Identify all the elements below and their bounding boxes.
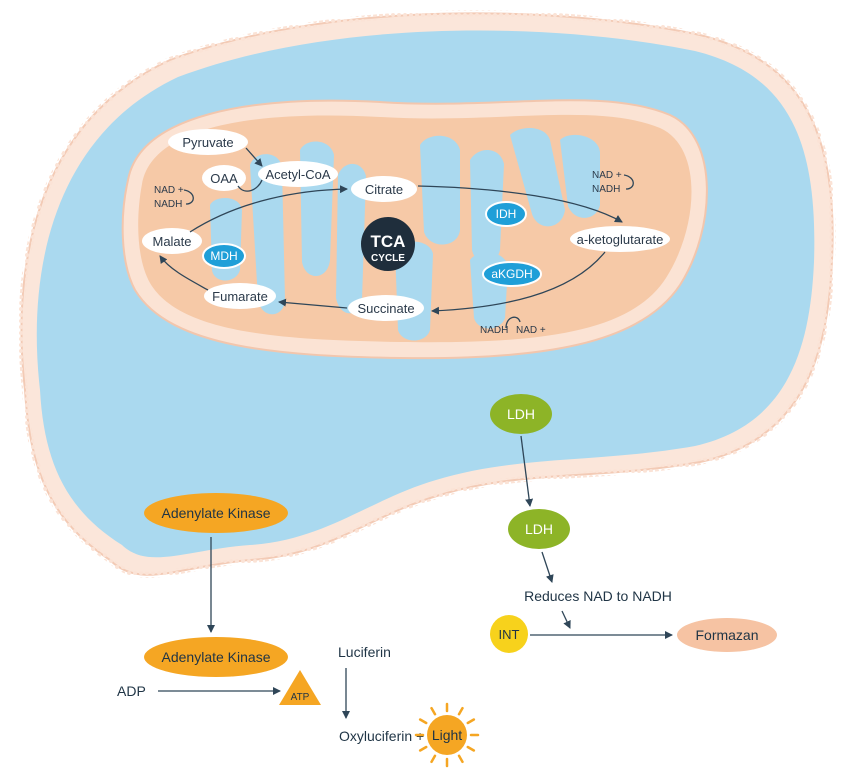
sun-ray (466, 745, 476, 752)
fumarate-label: Fumarate (212, 289, 268, 304)
nad-plus-right: NAD + (592, 170, 622, 181)
adenylate-pathway: Adenylate Kinase Adenylate Kinase ADP AT… (117, 493, 480, 768)
arrow-reduces-int (561, 610, 571, 629)
arrow-citrate-akg (417, 185, 623, 223)
oxyluciferin-label: Oxyluciferin + (339, 728, 424, 744)
sun-ray (430, 754, 437, 764)
arrow-pyruvate-acetylcoa (245, 147, 263, 167)
formazan-label: Formazan (695, 627, 758, 643)
succinate-node (348, 295, 424, 321)
sun-ray (430, 706, 437, 716)
ldh-pathway: LDH LDH Reduces NAD to NADH INT Formazan (490, 394, 777, 653)
formazan-node (677, 618, 777, 652)
malate-node (142, 228, 202, 254)
arrow-malate-citrate (189, 185, 348, 233)
citrate-label: Citrate (365, 182, 403, 197)
arrow-succinate-fumarate (278, 298, 348, 309)
a-ketoglutarate-node (570, 226, 670, 252)
citrate-node (351, 176, 417, 202)
arrow-ldh-reduces (541, 551, 554, 583)
tca-label: TCA (371, 232, 406, 251)
sun-ray (457, 754, 464, 764)
malate-label: Malate (152, 234, 191, 249)
a-ketoglutarate-label: a-ketoglutarate (577, 232, 664, 247)
cristae (210, 128, 600, 341)
light-label: Light (432, 727, 462, 743)
int-label: INT (499, 627, 520, 642)
adenylate-outside-label: Adenylate Kinase (162, 649, 271, 665)
ldh-outside-node (508, 509, 570, 549)
oaa-node (202, 165, 246, 191)
sun-icon (414, 702, 480, 768)
mdh-label: MDH (210, 249, 237, 263)
acetyl-coa-node (258, 161, 338, 187)
cell-membrane-dots (18, 10, 836, 578)
cycle-label: CYCLE (371, 253, 405, 264)
reduces-nad-text: Reduces NAD to NADH (524, 588, 672, 604)
nadh-left: NADH (154, 199, 182, 210)
nad-plus-left: NAD + (154, 185, 184, 196)
nadh-bottom: NADH (480, 325, 508, 336)
sun-ray (418, 745, 428, 752)
ldh-outside-label: LDH (525, 521, 553, 537)
arrow-akg-succinate (431, 251, 606, 315)
akgdh-enzyme (482, 261, 542, 287)
sun-ray (457, 706, 464, 716)
arrow-fumarate-malate (159, 255, 209, 291)
oaa-label: OAA (210, 171, 238, 186)
succinate-label: Succinate (357, 301, 414, 316)
pyruvate-node (168, 129, 248, 155)
adp-label: ADP (117, 683, 146, 699)
arrow-ldh-release (520, 435, 534, 507)
adenylate-outside-node (144, 637, 288, 677)
sun-ray (466, 718, 476, 725)
ldh-inside-label: LDH (507, 406, 535, 422)
idh-enzyme (485, 201, 527, 227)
nad-loop-bottom (505, 316, 521, 329)
acetyl-coa-label: Acetyl-CoA (265, 167, 330, 182)
arrow-oaa-acetylcoa (237, 179, 263, 192)
akgdh-label: aKGDH (491, 267, 532, 281)
ldh-inside-node (490, 394, 552, 434)
nad-plus-bottom: NAD + (516, 325, 546, 336)
tca-cycle: Pyruvate OAA Acetyl-CoA Citrate Malate F… (142, 129, 670, 336)
adenylate-inside-node (144, 493, 288, 533)
nad-loop-left (183, 189, 194, 205)
fumarate-node (204, 283, 276, 309)
nad-loop-right (623, 174, 634, 190)
atp-label: ATP (291, 692, 310, 703)
int-node (490, 615, 528, 653)
nadh-right: NADH (592, 184, 620, 195)
tca-cycle-badge (361, 217, 415, 271)
pyruvate-label: Pyruvate (182, 135, 233, 150)
sun-ray (418, 718, 428, 725)
mdh-enzyme (202, 243, 246, 269)
atp-triangle (279, 670, 321, 705)
idh-label: IDH (496, 207, 517, 221)
luciferin-label: Luciferin (338, 644, 391, 660)
adenylate-inside-label: Adenylate Kinase (162, 505, 271, 521)
